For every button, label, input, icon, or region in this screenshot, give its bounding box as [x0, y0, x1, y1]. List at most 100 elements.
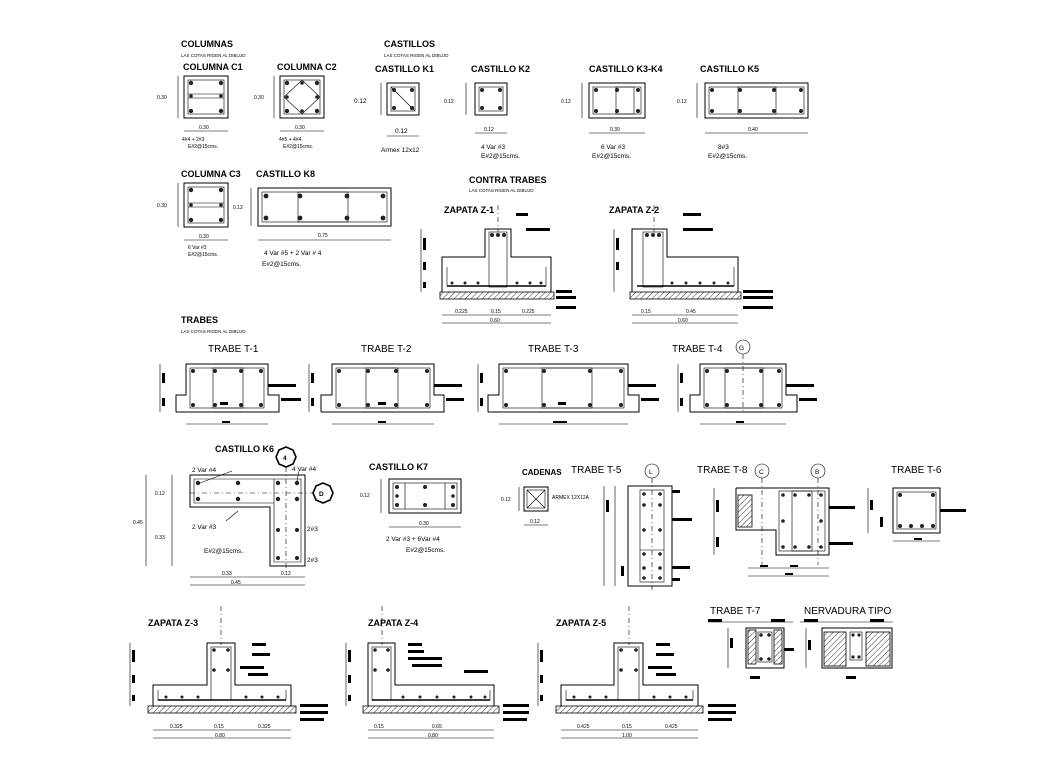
t8-axis1: C: [759, 469, 764, 476]
trabe-t2-title: TRABE T-2: [361, 344, 412, 355]
c2-spec1: 4#5 + 4#4: [279, 137, 302, 143]
castillos-title: CASTILLOS: [384, 39, 435, 49]
columnas-title: COLUMNAS: [181, 39, 233, 49]
columna-c2-title: COLUMNA C2: [277, 62, 337, 72]
k6-dim-012-h: 0.12: [281, 571, 291, 577]
cadenas-spec: ARMEX 12X12A: [552, 495, 590, 501]
c1-width: 0.30: [199, 125, 209, 131]
columna-c2: COLUMNA C2 0.30 0.30 4#5 + 4#4 E#2@15cms…: [254, 62, 337, 150]
z2-total: 0.60: [678, 318, 688, 324]
cadenas-title: CADENAS: [522, 468, 562, 477]
nervadura-title: NERVADURA TIPO: [804, 606, 891, 617]
zapata-z1-title: ZAPATA Z-1: [444, 205, 494, 215]
castillo-k7: CASTILLO K7 0.12 0.30 2 Var #3 + 6Var #4…: [360, 462, 462, 554]
contra-trabes-note: LAS COTAS RIGEN AL DIBUJO: [469, 188, 534, 193]
k1-width: 0.12: [395, 128, 408, 135]
castillo-k1-title: CASTILLO K1: [375, 64, 434, 74]
castillo-k5-title: CASTILLO K5: [700, 64, 759, 74]
zapata-z1: ZAPATA Z-1 0.225 0.15 0.225 0.60: [420, 205, 576, 324]
z5-d3: 0.425: [665, 724, 678, 730]
t5-axis: L: [649, 469, 653, 476]
zapata-z2: ZAPATA Z-2 0.15 0.45 0.60: [609, 205, 773, 324]
k2-spec2: E#2@15cms.: [481, 153, 520, 160]
k7-spec1: 2 Var #3 + 6Var #4: [386, 536, 440, 543]
k6-stirrup: E#2@15cms.: [204, 548, 243, 555]
zapata-z4: ZAPATA Z-4 0.15 0.65 0.80: [345, 606, 529, 739]
k8-height: 0.12: [233, 205, 243, 211]
k6-dim-012: 0.12: [155, 491, 165, 497]
columna-c3-title: COLUMNA C3: [181, 169, 241, 179]
c1-height: 0.30: [157, 95, 167, 101]
t4-axis: G: [739, 345, 744, 352]
k7-spec2: E#2@15cms.: [406, 547, 445, 554]
k6-dim-033-h: 0.33: [222, 571, 232, 577]
trabe-t5: TRABE T-5 L: [571, 463, 692, 590]
castillo-k5: CASTILLO K5 0.12 0.40 8#3 E#2@15cms.: [677, 64, 809, 160]
trabe-t6-title: TRABE T-6: [891, 465, 942, 476]
columnas-note: LAS COTAS RIGEN AL DIBUJO: [181, 53, 246, 58]
castillo-k2-title: CASTILLO K2: [471, 64, 530, 74]
z5-d1: 0.425: [577, 724, 590, 730]
c2-height: 0.30: [254, 95, 264, 101]
trabe-t7-title: TRABE T-7: [710, 606, 761, 617]
trabes-note: LAS COTAS RIGEN AL DIBUJO: [181, 329, 246, 334]
trabe-t8: TRABE T-8 C B: [697, 463, 855, 577]
trabe-t3-title: TRABE T-3: [528, 344, 579, 355]
z1-d2: 0.15: [491, 309, 501, 315]
c1-spec2: E#2@15cms.: [188, 144, 218, 150]
c3-spec2: E#2@15cms.: [188, 252, 218, 258]
k7-width: 0.30: [419, 521, 429, 527]
k5-height: 0.12: [677, 99, 687, 105]
k6-mid-label: 2 Var #3: [192, 524, 216, 531]
k2-spec1: 4 Var #3: [481, 144, 505, 151]
k34-spec2: E#2@15cms.: [592, 153, 631, 160]
z3-d3: 0.325: [258, 724, 271, 730]
k8-spec2: E#2@15cms.: [262, 261, 301, 268]
k2-height: 0.12: [444, 99, 454, 105]
zapata-z5: ZAPATA Z-5 0.425 0.15 0.425 1.00: [537, 606, 736, 739]
z1-d3: 0.225: [522, 309, 535, 315]
k2-width: 0.12: [484, 127, 494, 133]
trabe-t5-title: TRABE T-5: [571, 465, 622, 476]
trabe-t4-title: TRABE T-4: [672, 344, 723, 355]
k1-height: 0.12: [354, 98, 367, 105]
zapata-z2-title: ZAPATA Z-2: [609, 205, 659, 215]
k6-right-label2: 2#3: [307, 557, 318, 564]
zapata-z5-title: ZAPATA Z-5: [556, 618, 606, 628]
k6-axis-d: D: [319, 491, 324, 498]
k5-width: 0.40: [748, 127, 758, 133]
castillo-k2: CASTILLO K2 0.12 0.12 4 Var #3 E#2@15cms…: [444, 64, 530, 160]
k5-spec2: E#2@15cms.: [708, 153, 747, 160]
contra-trabes-title: CONTRA TRABES: [469, 175, 547, 185]
c3-width: 0.30: [199, 234, 209, 240]
k5-spec1: 8#3: [718, 144, 729, 151]
trabes-title: TRABES: [181, 315, 218, 325]
z2-d2: 0.45: [686, 309, 696, 315]
c2-width: 0.30: [295, 125, 305, 131]
k6-axis-4: 4: [283, 455, 287, 462]
trabe-t1: TRABE T-1: [159, 344, 301, 425]
trabe-t3: TRABE T-3: [477, 344, 659, 425]
cadenas: CADENAS 0.12 0.12 ARMEX 12X12A: [501, 468, 590, 526]
z1-total: 0.60: [490, 318, 500, 324]
c2-spec2: E#2@15cms.: [283, 144, 313, 150]
k6-dim-045-v: 0.45: [133, 520, 143, 526]
z3-d1: 0.325: [170, 724, 183, 730]
castillo-k7-title: CASTILLO K7: [369, 462, 428, 472]
trabe-t1-title: TRABE T-1: [208, 344, 259, 355]
castillo-k8-title: CASTILLO K8: [256, 169, 315, 179]
z4-d2: 0.65: [432, 724, 442, 730]
z3-d2: 0.15: [214, 724, 224, 730]
z1-d1: 0.225: [455, 309, 468, 315]
k34-height: 0.12: [561, 99, 571, 105]
trabe-t6: TRABE T-6: [867, 465, 966, 542]
t8-axis2: B: [815, 469, 819, 476]
zapata-z3-title: ZAPATA Z-3: [148, 618, 198, 628]
c1-spec1: 4#4 + 2#3: [182, 137, 205, 143]
z3-total: 0.80: [215, 733, 225, 739]
k6-right-label1: 2#3: [307, 526, 318, 533]
z5-d2: 0.15: [622, 724, 632, 730]
k34-spec1: 6 Var #3: [601, 144, 625, 151]
trabe-t4: TRABE T-4 G: [672, 339, 817, 425]
